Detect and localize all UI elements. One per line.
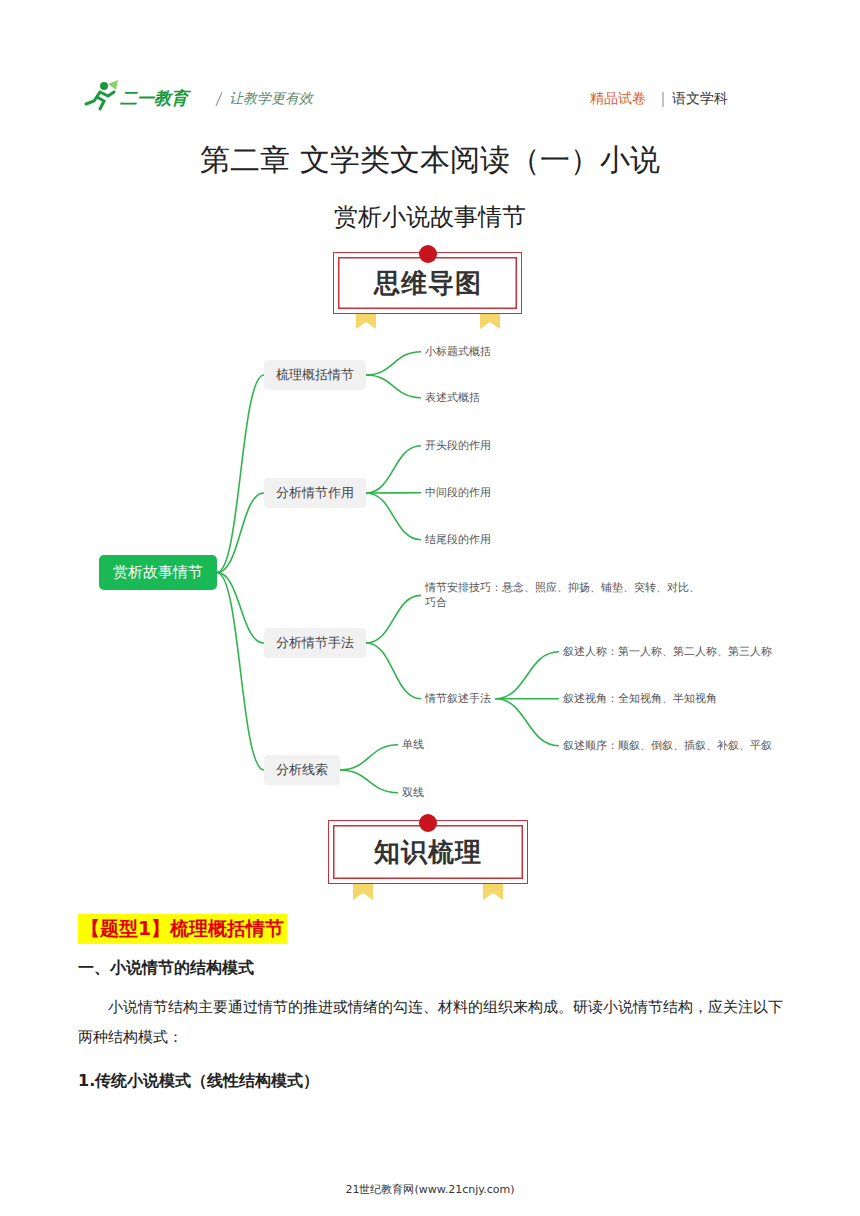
connector (366, 595, 421, 643)
node-text: 开头段的作用 (425, 438, 491, 453)
node-text: 情节叙述手法 (425, 691, 491, 706)
leaf-node: 中间段的作用 (421, 483, 495, 502)
connector (340, 745, 398, 770)
node-text: 叙述人称：第一人称、第二人称、第三人称 (563, 644, 772, 659)
node-text: 叙述视角：全知视角、半知视角 (563, 691, 717, 706)
connector (366, 352, 421, 375)
node-text: 分析线索 (276, 761, 328, 779)
connector (495, 699, 559, 746)
node-text: 中间段的作用 (425, 485, 491, 500)
logo-icon (86, 80, 118, 109)
connector (495, 652, 559, 699)
leaf-node: 开头段的作用 (421, 436, 495, 455)
node-text: 【题型1】梳理概括情节 (81, 916, 284, 942)
slogan: 让教学更有效 (229, 89, 313, 107)
leaf-node: 情节叙述手法 (421, 689, 495, 708)
node-text: 结尾段的作用 (425, 532, 491, 547)
leaf-node: 情节安排技巧：悬念、照应、抑扬、铺垫、突转、对比、巧合 (421, 578, 707, 613)
connector (366, 643, 421, 699)
connector (366, 493, 421, 540)
leaf-node: 双线 (398, 783, 428, 802)
node-text: 梳理概括情节 (276, 366, 354, 384)
branch-node: 梳理概括情节 (264, 360, 366, 390)
branch-node: 分析情节手法 (264, 628, 366, 658)
header-subject: 语文学科 (672, 89, 728, 107)
logo-text: 二一教育 (120, 87, 188, 109)
banner-title: 知识梳理 (328, 820, 528, 884)
branch-node: 分析线索 (264, 755, 340, 785)
node-text: 思维导图 (374, 266, 482, 301)
footer: 21世纪教育网(www.21cnjy.com) (0, 1183, 860, 1197)
node-text: 分析情节作用 (276, 484, 354, 502)
branch-node: 分析情节作用 (264, 478, 366, 508)
leaf-node: 叙述人称：第一人称、第二人称、第三人称 (559, 642, 776, 661)
connector (340, 770, 398, 793)
connector (217, 573, 264, 771)
connector (217, 493, 264, 573)
question-type-tag: 【题型1】梳理概括情节 (78, 914, 287, 944)
subtitle: 赏析小说故事情节 (0, 202, 860, 233)
node-text: 表述式概括 (425, 390, 480, 405)
leaf-node: 叙述视角：全知视角、半知视角 (559, 689, 721, 708)
red-dot (419, 245, 437, 263)
connector (217, 573, 264, 644)
connector (366, 446, 421, 493)
connector (366, 375, 421, 398)
leaf-node: 单线 (398, 735, 428, 754)
leaf-node: 叙述顺序：顺叙、倒叙、插叙、补叙、平叙 (559, 736, 776, 755)
separator (216, 92, 222, 106)
connector (366, 492, 421, 494)
node-text: 双线 (402, 785, 424, 800)
node-text: 分析情节手法 (276, 634, 354, 652)
node-text: 小标题式概括 (425, 344, 491, 359)
sub-heading: 1.传统小说模式（线性结构模式） (78, 1071, 319, 1092)
node-text: 赏析故事情节 (113, 563, 203, 582)
banner-title: 思维导图 (333, 252, 522, 314)
header-tag: 精品试卷 (590, 89, 646, 107)
leaf-node: 结尾段的作用 (421, 530, 495, 549)
connector (495, 698, 559, 700)
node-text: 情节安排技巧：悬念、照应、抑扬、铺垫、突转、对比、巧合 (425, 580, 703, 611)
red-dot (419, 814, 437, 832)
page-title: 第二章 文学类文本阅读（一）小说 (0, 140, 860, 179)
node-text: 知识梳理 (374, 835, 482, 870)
root-node: 赏析故事情节 (99, 555, 217, 590)
node-text: 叙述顺序：顺叙、倒叙、插叙、补叙、平叙 (563, 738, 772, 753)
connector (217, 375, 264, 573)
separator (662, 92, 663, 107)
leaf-node: 表述式概括 (421, 388, 484, 407)
node-text: 单线 (402, 737, 424, 752)
paragraph: 小说情节结构主要通过情节的推进或情绪的勾连、材料的组织来构成。研读小说情节结构，… (78, 992, 790, 1052)
leaf-node: 小标题式概括 (421, 342, 495, 361)
section-heading: 一、小说情节的结构模式 (78, 958, 254, 979)
